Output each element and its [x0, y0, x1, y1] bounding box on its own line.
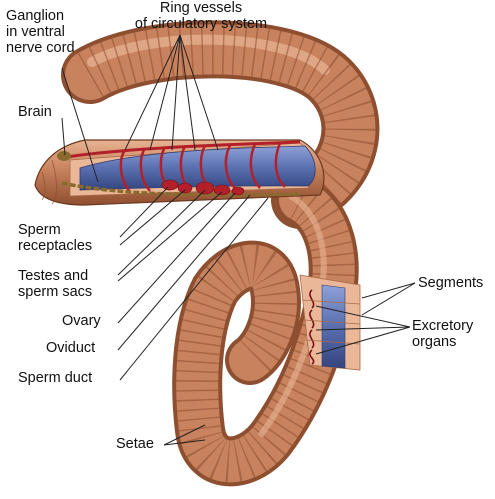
label-oviduct: Oviduct: [46, 340, 96, 356]
label-sperm-duct: Sperm duct: [18, 370, 93, 386]
worm-front-cutaway: [34, 139, 325, 206]
leader-lines: [61, 34, 416, 446]
worm-right-cutaway: [299, 274, 361, 371]
label-segments: Segments: [418, 275, 484, 291]
label-ovary: Ovary: [62, 313, 101, 329]
label-sperm-receptacles: Sperm receptacles: [18, 222, 93, 254]
label-ganglion: Ganglion in ventral nerve cord: [6, 8, 75, 56]
label-excretory-organs: Excretory organs: [412, 318, 474, 350]
label-brain: Brain: [18, 104, 52, 120]
worm-body-back-loop: [61, 20, 380, 229]
label-testes-sperm-sacs: Testes and sperm sacs: [18, 268, 93, 300]
label-ring-vessels: Ring vessels of circulatory system: [134, 0, 268, 32]
label-setae: Setae: [116, 436, 154, 452]
